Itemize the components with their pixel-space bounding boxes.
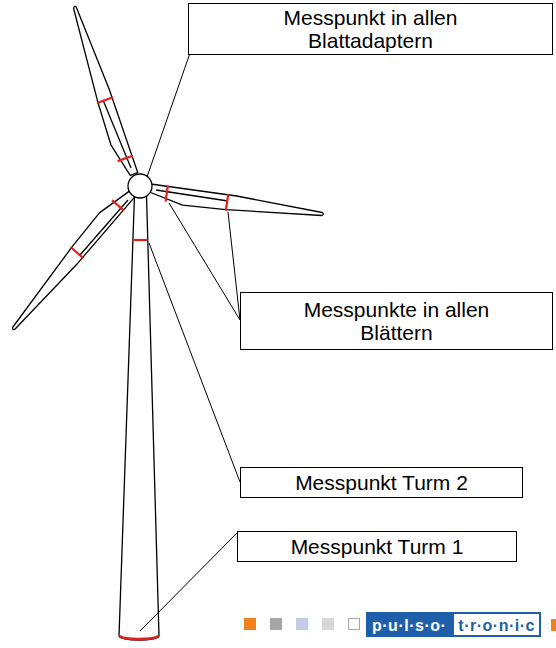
callout-text: Messpunkt Turm 1 — [291, 535, 464, 558]
logo-square — [349, 619, 360, 630]
leader-line — [228, 212, 240, 320]
measuring-point — [71, 247, 84, 258]
callout-text: Messpunkte in allen Blättern — [286, 298, 508, 344]
measuring-point — [166, 186, 168, 202]
measuring-point — [112, 200, 124, 211]
callout-box: Messpunkt Turm 1 — [237, 531, 517, 562]
callout-box: Messpunkt in allen Blattadaptern — [188, 3, 553, 55]
logo-text: p·u·l·s·o· — [366, 612, 452, 637]
rotor-hub — [128, 174, 152, 198]
measuring-point — [120, 636, 159, 639]
callout-box: Messpunkte in allen Blättern — [240, 292, 553, 350]
logo: p·u·l·s·o·t·r·o·n·i·c — [366, 612, 556, 637]
tower — [119, 195, 159, 640]
measuring-point — [133, 239, 147, 241]
measuring-point — [97, 97, 113, 103]
measuring-point — [118, 156, 133, 161]
callout-text: Messpunkt Turm 2 — [295, 471, 468, 494]
logo-square — [322, 618, 334, 630]
rotor-blade — [13, 191, 135, 329]
measuring-point — [226, 194, 229, 211]
leader-line — [149, 243, 240, 482]
leader-line — [140, 533, 237, 631]
logo-square — [244, 618, 256, 630]
blade-spar — [80, 200, 128, 255]
logo-square — [296, 618, 308, 630]
logo-square — [270, 618, 282, 630]
logo-square — [551, 619, 556, 631]
rotor-blade — [149, 184, 323, 216]
rotor-blade — [74, 6, 138, 175]
callout-box: Messpunkt Turm 2 — [240, 467, 523, 498]
leader-line — [169, 203, 240, 320]
callout-text: Messpunkt in allen Blattadaptern — [255, 6, 487, 52]
leader-line — [147, 53, 190, 177]
logo-text: t·r·o·n·i·c — [452, 612, 541, 637]
